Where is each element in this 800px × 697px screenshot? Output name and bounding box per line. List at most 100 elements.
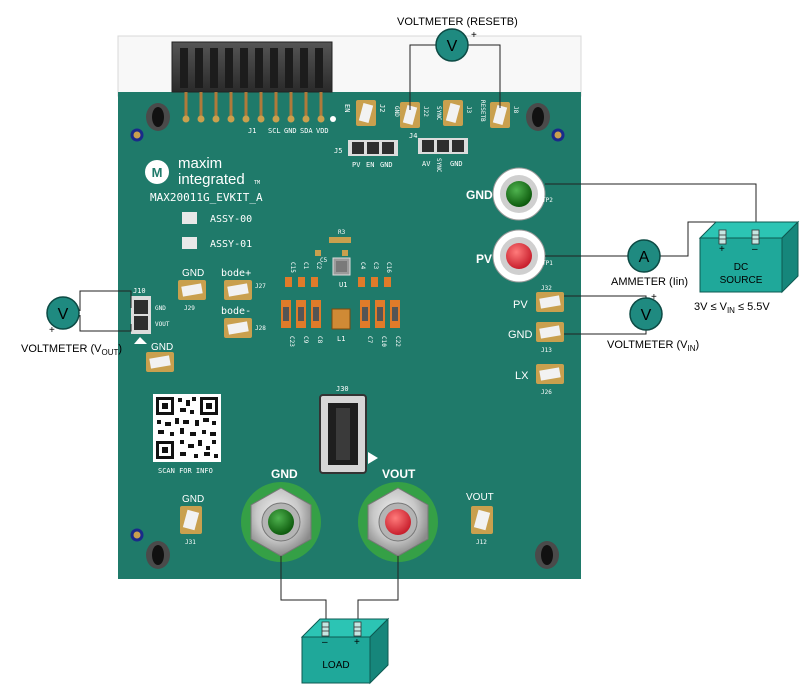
voltmeter-vin-plus: + [651, 292, 657, 303]
voltmeter-resetb-plus: + [471, 30, 477, 41]
mounting-hole-br [535, 541, 559, 569]
j5-pin-gnd: GND [380, 161, 393, 169]
tp-j13 [536, 322, 564, 342]
u1-ref: U1 [339, 281, 347, 289]
tp-j26 [536, 364, 564, 384]
tp1-label: PV [476, 252, 492, 266]
j10-pin-gnd: GND [155, 305, 166, 312]
cap-c10: C10 [380, 336, 387, 347]
j30-ref: J30 [336, 385, 349, 393]
load-terminal-plus [353, 621, 362, 637]
load-minus: – [322, 637, 328, 648]
brand-line2: integrated [178, 171, 245, 188]
j1-pin-vdd: VDD [316, 127, 329, 135]
j30-connector [319, 394, 378, 474]
load-box [300, 617, 390, 685]
post-gnd-label: GND [271, 467, 298, 481]
qr-caption: SCAN FOR INFO [158, 467, 213, 475]
fiducial-tr [551, 128, 565, 142]
j12-ref: J12 [476, 539, 487, 546]
tp-j8-label: RESETB [479, 100, 486, 122]
tp-j22-label: GND [393, 106, 400, 117]
cap-c7: C7 [366, 336, 373, 344]
j32-ref: J32 [541, 285, 552, 292]
j4-header [418, 138, 468, 154]
tp-j32 [536, 292, 564, 312]
j1-pin-scl: SCL [268, 127, 281, 135]
ammeter-symbol: A [639, 249, 650, 266]
j10-pin-vout: VOUT [155, 321, 170, 328]
j4-pin-gnd: GND [450, 160, 463, 168]
load-plus: + [354, 637, 360, 648]
qr-code [153, 394, 221, 462]
cap-c1: C1 [302, 262, 309, 270]
cap-row-bottom [281, 300, 400, 328]
assy-01-label: ASSY-01 [210, 239, 252, 250]
tp-j3-ref: J3 [465, 106, 472, 114]
assy-00-box [182, 212, 197, 224]
j28-label: bode- [221, 306, 251, 317]
mounting-hole-bl [146, 541, 170, 569]
j1-pin-sda: SDA [300, 127, 313, 135]
j4-pin-av: AV [422, 160, 431, 168]
tp-j29 [178, 280, 206, 300]
tp-j22-ref: J22 [422, 106, 429, 117]
cap-c4: C4 [359, 262, 366, 270]
voltmeter-vout-symbol: V [58, 306, 69, 323]
j26-label: LX [515, 370, 529, 382]
j12-label: VOUT [466, 492, 494, 503]
j5-header [348, 140, 398, 156]
voltmeter-resetb: V [435, 28, 469, 62]
post-vout-label: VOUT [382, 467, 416, 481]
board-name: MAX20011G_EVKIT_A [150, 191, 263, 204]
j5-pin-pv: PV [352, 161, 361, 169]
j4-ref: J4 [409, 132, 417, 140]
svg-text:M: M [152, 165, 163, 180]
post-vout-terminal [358, 482, 438, 562]
dc-source-box [698, 220, 800, 294]
c5-ref: C5 [320, 257, 328, 264]
assy-01-box [182, 237, 197, 249]
dc-source-line2: SOURCE [720, 275, 763, 286]
tp2-label: GND [466, 188, 493, 202]
tp-j22 [400, 102, 420, 128]
j13-label: GND [508, 329, 533, 341]
tp-j28 [224, 318, 252, 338]
j4-pin-sync: SYNC [435, 158, 442, 173]
dc-source-plus: + [719, 244, 725, 255]
j31-ref: J31 [185, 539, 196, 546]
voltmeter-resetb-symbol: V [447, 38, 458, 55]
ammeter: A [627, 239, 661, 273]
voltmeter-vin-label: VOLTMETER (VIN) [607, 339, 699, 353]
brand-tm: TM [254, 180, 260, 186]
tp1-pv-terminal [492, 229, 546, 283]
cap-c9: C9 [302, 336, 309, 344]
j5-pin-en: EN [366, 161, 374, 169]
tp-en-ref: J2 [378, 104, 386, 112]
j28-ref: J28 [255, 325, 266, 332]
gnd-left-label: GND [151, 342, 173, 353]
j31-label: GND [182, 494, 204, 505]
dc-source-minus: – [752, 244, 758, 255]
voltmeter-vout: V [46, 296, 80, 330]
j10-arrow [134, 337, 147, 344]
brand-line1: maxim [178, 155, 222, 172]
l1-ref: L1 [337, 335, 345, 343]
j29-ref: J29 [184, 305, 195, 312]
tp-j3 [443, 100, 463, 126]
ic-area [315, 237, 351, 330]
tp-j27 [224, 280, 252, 300]
post-gnd-terminal [241, 482, 321, 562]
load-terminal-minus [321, 621, 330, 637]
j10-ref: J10 [133, 287, 146, 295]
j10-header [131, 296, 151, 334]
cap-c2: C2 [315, 262, 322, 270]
dc-source-terminal-minus [751, 229, 760, 245]
cap-row-top [285, 277, 391, 287]
mounting-hole-tl [146, 103, 170, 131]
tp-j12 [471, 506, 493, 534]
j26-ref: J26 [541, 389, 552, 396]
cap-c16: C16 [385, 262, 392, 273]
tp-j3-label: SYNC [435, 106, 442, 121]
